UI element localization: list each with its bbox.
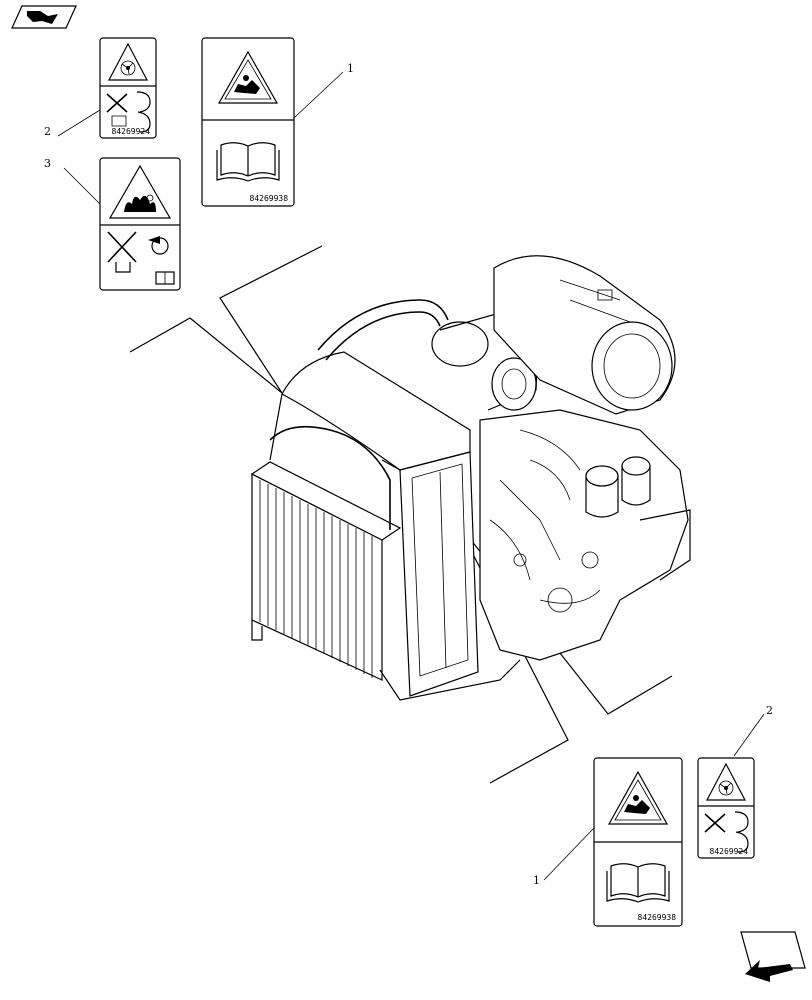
svg-text:1: 1 <box>533 874 540 887</box>
decal-2-top: 84269924 <box>99 37 157 139</box>
svg-text:3: 3 <box>44 157 51 170</box>
warning-triangle-icon <box>217 50 279 104</box>
decal-1-part-number: 84269938 <box>638 913 677 922</box>
no-hand-icon <box>704 811 749 853</box>
decal-3 <box>99 157 181 291</box>
manual-book-icon <box>606 863 670 903</box>
engine-assembly <box>250 255 691 701</box>
manual-small-icon <box>155 271 175 285</box>
callout-2-top: 2 <box>44 109 101 138</box>
svg-text:2: 2 <box>766 704 773 717</box>
decal-1-part-number: 84269938 <box>250 194 289 203</box>
svg-text:2: 2 <box>44 125 51 138</box>
decal-1-top: 84269938 <box>201 37 295 207</box>
decal-2-part-number: 84269924 <box>710 847 749 856</box>
fire-hazard-triangle-icon <box>108 164 172 219</box>
callout-2-bottom: 2 <box>733 704 773 757</box>
decal-2-part-number: 84269924 <box>112 127 151 136</box>
svg-text:1: 1 <box>347 62 354 75</box>
decal-2-bottom: 84269924 <box>697 757 755 859</box>
next-page-icon[interactable] <box>740 931 806 982</box>
prev-page-icon[interactable] <box>11 5 77 29</box>
no-spray-icon <box>107 231 169 273</box>
decal-1-bottom: 84269938 <box>593 757 683 927</box>
fan-hazard-triangle-icon <box>108 42 148 81</box>
fan-hazard-triangle-icon <box>706 762 746 801</box>
manual-book-icon <box>216 142 280 182</box>
callout-3: 3 <box>44 157 101 205</box>
no-hand-icon <box>106 91 151 133</box>
callout-1-top: 1 <box>293 62 354 119</box>
warning-triangle-icon <box>607 770 669 825</box>
callout-1-bottom: 1 <box>533 827 595 887</box>
